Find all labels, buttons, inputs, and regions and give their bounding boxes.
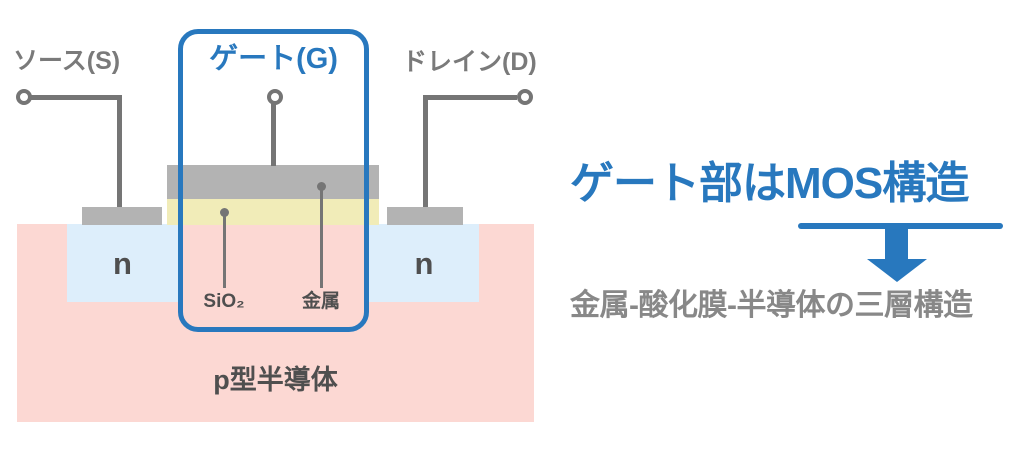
oxide-callout-dot-icon [220,208,229,217]
down-arrow-head-icon [867,259,927,282]
oxide-layer [167,199,379,225]
drain-terminal-label: ドレイン(D) [402,48,537,76]
drain-wire-vertical [423,95,428,207]
source-wire-horizontal [28,95,122,100]
oxide-callout-line [223,214,226,288]
metal-callout-line [320,188,323,288]
n-region-left: n [67,224,178,302]
metal-callout-dot-icon [317,182,326,191]
gate-terminal-circle-icon [267,89,283,105]
annotation-title: ゲート部はMOS構造 [570,159,969,208]
annotation-underline [798,223,1003,229]
n-region-left-label: n [113,245,132,281]
metal-label: 金属 [301,291,340,312]
annotation-subtitle: 金属-酸化膜-半導体の三層構造 [570,289,973,322]
drain-contact-pad [387,207,463,225]
gate-terminal-label: ゲート(G) [209,43,338,75]
n-region-right: n [369,224,479,302]
source-terminal-label: ソース(S) [13,47,121,75]
gate-metal-layer [167,165,379,199]
drain-wire-horizontal [423,95,517,100]
drain-terminal-circle-icon [517,89,533,105]
n-region-right-label: n [414,245,434,281]
gate-wire-vertical [271,102,276,166]
source-contact-pad [82,207,162,225]
oxide-label: SiO₂ [203,291,245,312]
p-type-body-label: p型半導体 [213,365,338,395]
down-arrow-stem-icon [885,228,908,260]
source-wire-vertical [117,95,122,207]
source-terminal-circle-icon [16,89,32,105]
gate-highlight-box [178,29,369,332]
